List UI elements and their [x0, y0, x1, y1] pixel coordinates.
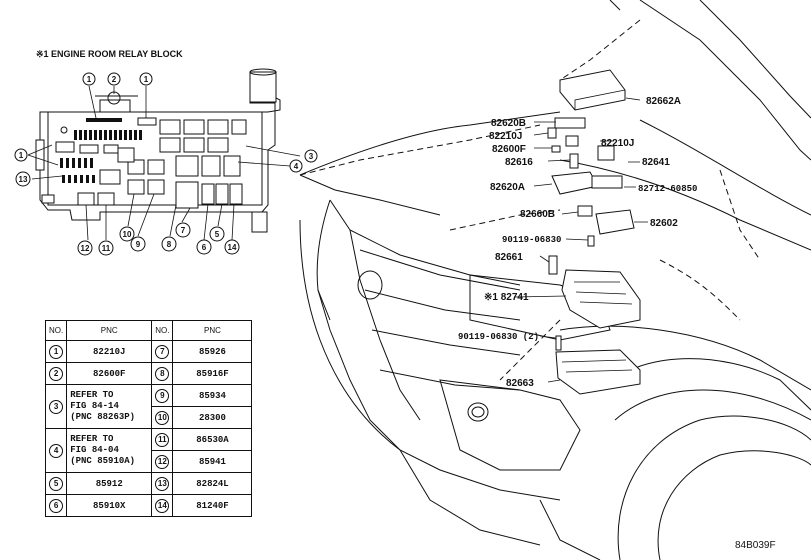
table-row: 2 82600F 8 85916F — [44, 362, 253, 385]
label-82620b: 82620B — [491, 118, 526, 129]
relay-block-title: ※1 ENGINE ROOM RELAY BLOCK — [36, 49, 183, 59]
pnc-table-header: NO. PNC NO. PNC — [44, 320, 253, 341]
callout-4: 4 — [294, 162, 299, 171]
label-82210j-b: 82210J — [601, 138, 634, 149]
pnc-cell: 85926 — [172, 340, 253, 363]
relay-block-drawing: 1 2 1 1 3 4 13 12 11 10 9 8 7 6 5 14 — [14, 68, 318, 256]
table-row: 6 85910X 14 81240F — [44, 494, 253, 517]
pnc-line: FIG 84-04 — [70, 445, 119, 455]
label-82210j-a: 82210J — [489, 131, 522, 142]
label-82741: ※1 82741 — [484, 292, 529, 303]
table-row: 10 28300 — [46, 406, 253, 429]
callout-6: 6 — [202, 243, 207, 252]
label-82602: 82602 — [650, 218, 678, 229]
row-number: 13 — [155, 476, 170, 491]
pnc-cell-multiline: REFER TO FIG 84-04 (PNC 85910A) — [66, 428, 153, 473]
table-row: 4 REFER TO FIG 84-04 (PNC 85910A) 11 865… — [44, 428, 253, 473]
label-90119-06830-a: 90119-06830 — [502, 235, 561, 245]
table-row: 3 REFER TO FIG 84-14 (PNC 88263P) 9 8593… — [44, 384, 253, 429]
label-82616: 82616 — [505, 157, 533, 168]
callout-1b: 1 — [144, 75, 149, 84]
pnc-cell: 82824L — [172, 472, 253, 495]
pnc-cell: 85916F — [172, 362, 253, 385]
row-number: 14 — [155, 498, 170, 513]
label-82662a: 82662A — [646, 96, 681, 107]
pnc-cell: 82210J — [66, 340, 153, 363]
header-no-2: NO. — [151, 320, 174, 341]
part-labels: 82662A 82620B 82210J 82210J 82600F 82616… — [458, 96, 697, 389]
pnc-cell: 28300 — [172, 406, 253, 429]
relay-82712 — [591, 175, 623, 189]
pnc-cell: 81240F — [172, 494, 253, 517]
header-no-1: NO. — [44, 320, 68, 341]
label-82663: 82663 — [506, 378, 534, 389]
pnc-cell: 85941 — [172, 450, 253, 473]
pnc-line: (PNC 88263P) — [70, 412, 136, 422]
row-number: 11 — [155, 432, 170, 447]
relay-block-body — [561, 269, 641, 329]
pnc-cell: 86530A — [172, 428, 253, 451]
header-pnc-1: PNC — [66, 320, 153, 341]
label-82660b: 82660B — [520, 209, 555, 220]
row-number: 8 — [155, 366, 170, 381]
callout-5: 5 — [215, 230, 220, 239]
pnc-line: REFER TO — [70, 434, 114, 444]
row-number: 1 — [49, 344, 64, 359]
label-82641: 82641 — [642, 157, 670, 168]
label-82712-60850: 82712-60850 — [638, 184, 697, 194]
row-number: 9 — [155, 388, 170, 403]
pnc-cell: 85912 — [66, 472, 153, 495]
lower-relay-bracket — [555, 349, 641, 395]
header-pnc-2: PNC — [172, 320, 253, 341]
callout-13: 13 — [19, 175, 28, 184]
pnc-cell: 85910X — [66, 494, 153, 517]
callout-12: 12 — [81, 244, 90, 253]
exploded-parts — [513, 69, 648, 395]
callout-2: 2 — [112, 75, 117, 84]
pnc-line: (PNC 85910A) — [70, 456, 136, 466]
callout-10: 10 — [123, 230, 132, 239]
vehicle-outline — [299, 0, 811, 560]
callout-11: 11 — [102, 244, 111, 253]
pnc-cell-multiline: REFER TO FIG 84-14 (PNC 88263P) — [66, 384, 153, 429]
label-82620a: 82620A — [490, 182, 525, 193]
pnc-line: FIG 84-14 — [70, 401, 119, 411]
callout-1c: 1 — [19, 151, 24, 160]
callout-14: 14 — [228, 243, 237, 252]
mini-fuse-row — [74, 130, 142, 140]
row-number: 7 — [155, 344, 170, 359]
callout-8: 8 — [167, 240, 172, 249]
table-row: 5 85912 13 82824L — [44, 472, 253, 495]
relay-82620b — [554, 117, 586, 129]
callout-1a: 1 — [87, 75, 92, 84]
callout-7: 7 — [181, 226, 186, 235]
table-row: 1 82210J 7 85926 — [44, 340, 253, 363]
relay-82620a — [551, 171, 599, 195]
label-82661: 82661 — [495, 252, 523, 263]
row-number: 3 — [49, 399, 64, 414]
pnc-table: NO. PNC NO. PNC 1 82210J 7 85926 2 82600… — [44, 320, 253, 517]
relay-82602 — [595, 209, 635, 235]
row-number: 5 — [49, 476, 64, 491]
relay-82641 — [597, 145, 615, 161]
row-number: 10 — [155, 410, 170, 425]
row-number: 2 — [49, 366, 64, 381]
pnc-cell: 85934 — [172, 384, 253, 407]
label-90119-06830-b: 90119-06830 (2) — [458, 332, 539, 342]
relay-block-cover — [559, 69, 626, 111]
diagram-code: 84B039F — [735, 540, 776, 551]
row-number: 12 — [155, 454, 170, 469]
callout-9: 9 — [136, 240, 141, 249]
pnc-line: REFER TO — [70, 390, 114, 400]
label-82600f: 82600F — [492, 144, 526, 155]
pnc-cell: 82600F — [66, 362, 153, 385]
row-number: 4 — [49, 443, 64, 458]
row-number: 6 — [49, 498, 64, 513]
callout-3: 3 — [309, 152, 314, 161]
